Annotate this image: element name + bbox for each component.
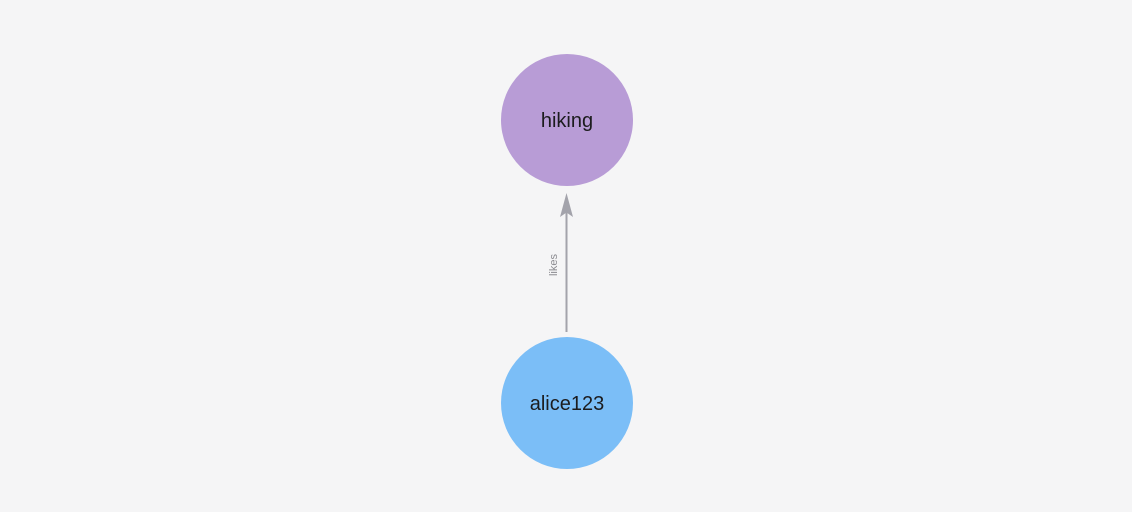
- node-hiking-circle[interactable]: [501, 54, 633, 186]
- node-hiking[interactable]: hiking: [501, 54, 633, 186]
- node-alice123-label: alice123: [530, 393, 605, 415]
- edge-label[interactable]: likes: [548, 254, 560, 277]
- node-alice123-circle[interactable]: [501, 337, 633, 469]
- node-hiking-label: hiking: [541, 110, 593, 132]
- node-alice123[interactable]: alice123: [501, 337, 633, 469]
- edge-arrowhead[interactable]: [560, 193, 573, 217]
- edge-alice123-likes-hiking[interactable]: likes: [548, 193, 573, 332]
